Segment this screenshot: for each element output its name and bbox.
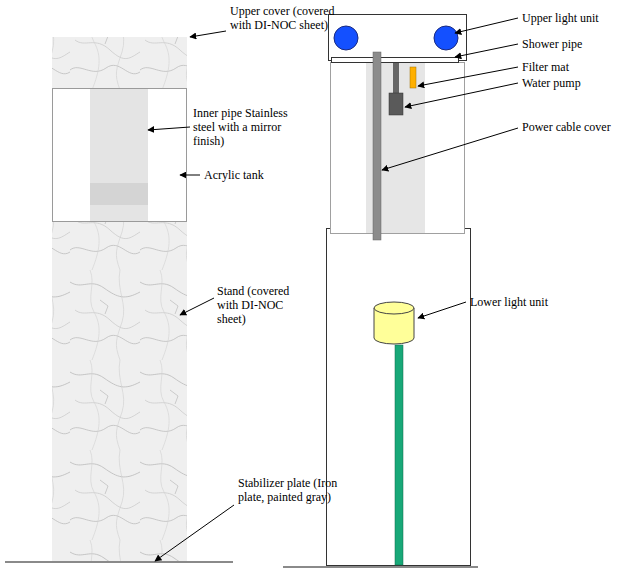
callout-label: Stand (covered with DI-NOC sheet) <box>217 284 309 326</box>
upper-cover <box>52 37 187 88</box>
callout-label: Inner pipe Stainless steel with a mirror… <box>193 106 311 148</box>
acrylic-tank <box>331 63 465 234</box>
ground-plate <box>283 566 478 568</box>
callout-label: Shower pipe <box>522 37 632 51</box>
light-pole <box>395 345 403 565</box>
leader-line <box>155 505 234 561</box>
leader-line <box>405 83 518 107</box>
stand <box>52 222 187 561</box>
power-cable-cover <box>373 52 381 240</box>
leader-line <box>455 44 518 57</box>
shower-pipe <box>332 58 459 63</box>
leader-line <box>455 18 518 33</box>
leader-line <box>180 298 214 315</box>
leader-line <box>418 67 518 86</box>
stabilizer-plate <box>5 561 233 563</box>
callout-label: Filter mat <box>522 60 632 74</box>
acrylic-tank <box>53 89 187 222</box>
leader-line <box>148 127 190 130</box>
lower-light-top <box>374 302 414 314</box>
leader-line <box>418 302 466 318</box>
light <box>434 26 458 50</box>
callout-label: Upper light unit <box>522 11 632 25</box>
callout-label: Acrylic tank <box>204 168 294 182</box>
light <box>334 26 358 50</box>
water-pump <box>389 93 403 115</box>
leader-line <box>180 175 200 176</box>
inner-pipe <box>90 89 148 221</box>
inner-pipe-band <box>90 183 148 205</box>
callout-label: Upper cover (covered with DI-NOC sheet) <box>230 4 352 32</box>
callout-label: Power cable cover <box>522 120 634 134</box>
callout-label: Lower light unit <box>470 295 580 309</box>
stand-outline <box>327 229 471 566</box>
callout-label: Stabilizer plate (Iron plate, painted gr… <box>238 476 356 504</box>
leader-line <box>382 128 518 170</box>
upper-light-unit <box>329 15 467 61</box>
callout-label: Water pump <box>522 76 632 90</box>
leader-lines <box>148 18 518 561</box>
filter-mat <box>410 67 416 88</box>
pump-pipe <box>393 63 399 93</box>
leader-line <box>190 31 226 37</box>
